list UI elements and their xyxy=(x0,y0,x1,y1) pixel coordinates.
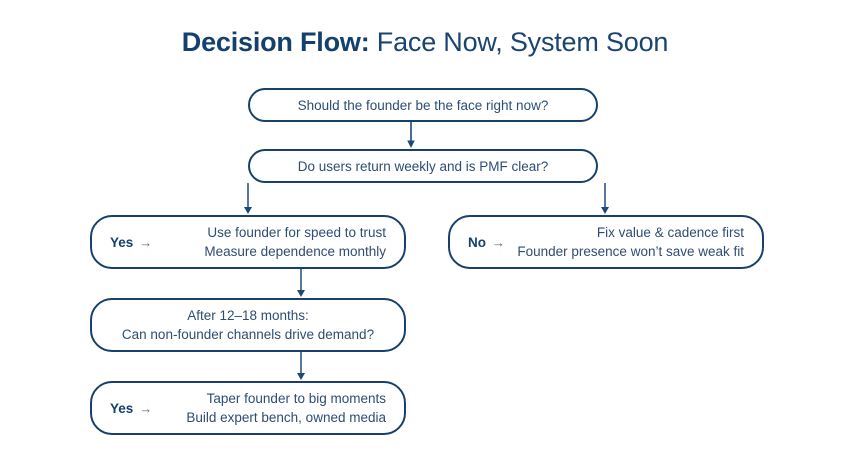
node-outcome-yes-use-founder[interactable]: Yes → Use founder for speed to trust Mea… xyxy=(90,215,406,269)
arrow-right-icon: → xyxy=(139,234,153,250)
branch-label-yes2: Yes xyxy=(110,400,134,416)
node-outcome-no-fix-value[interactable]: No → Fix value & cadence first Founder p… xyxy=(448,215,764,269)
branch-content-yes1: Yes → Use founder for speed to trust Mea… xyxy=(92,223,404,261)
node-question-founder-face[interactable]: Should the founder be the face right now… xyxy=(248,88,598,122)
branch-lines-no1: Fix value & cadence first Founder presen… xyxy=(517,225,744,259)
connector-q2-to-yes1 xyxy=(241,183,255,215)
branch-label-no1: No xyxy=(468,234,486,250)
node-outcome-yes-taper-founder[interactable]: Yes → Taper founder to big moments Build… xyxy=(90,381,406,435)
branch-content-no1: No → Fix value & cadence first Founder p… xyxy=(450,223,762,261)
branch-lines-yes2: Taper founder to big moments Build exper… xyxy=(186,391,386,425)
connector-q1-to-q2 xyxy=(404,122,418,149)
arrow-right-icon: → xyxy=(139,400,153,416)
connector-q2-to-no1 xyxy=(598,183,612,215)
connector-q3-to-yes2 xyxy=(294,352,308,381)
title-bold-part: Decision Flow: xyxy=(181,27,370,57)
page-title: Decision Flow: Face Now, System Soon xyxy=(0,26,850,58)
branch-content-yes2: Yes → Taper founder to big moments Build… xyxy=(92,389,404,427)
node-question-founder-face-text: Should the founder be the face right now… xyxy=(297,97,549,113)
title-normal-part: Face Now, System Soon xyxy=(369,27,669,57)
branch-label-yes1: Yes xyxy=(110,234,134,250)
arrow-right-icon: → xyxy=(492,234,505,250)
node-question-pmf-clear[interactable]: Do users return weekly and is PMF clear? xyxy=(248,149,598,183)
node-question-non-founder-channels[interactable]: After 12–18 months: Can non-founder chan… xyxy=(90,298,406,352)
connector-yes1-to-q3 xyxy=(294,269,308,298)
node-question-pmf-clear-text: Do users return weekly and is PMF clear? xyxy=(297,158,549,174)
node-question-non-founder-channels-text: After 12–18 months: Can non-founder chan… xyxy=(121,308,375,342)
branch-lines-yes1: Use founder for speed to trust Measure d… xyxy=(204,225,386,259)
